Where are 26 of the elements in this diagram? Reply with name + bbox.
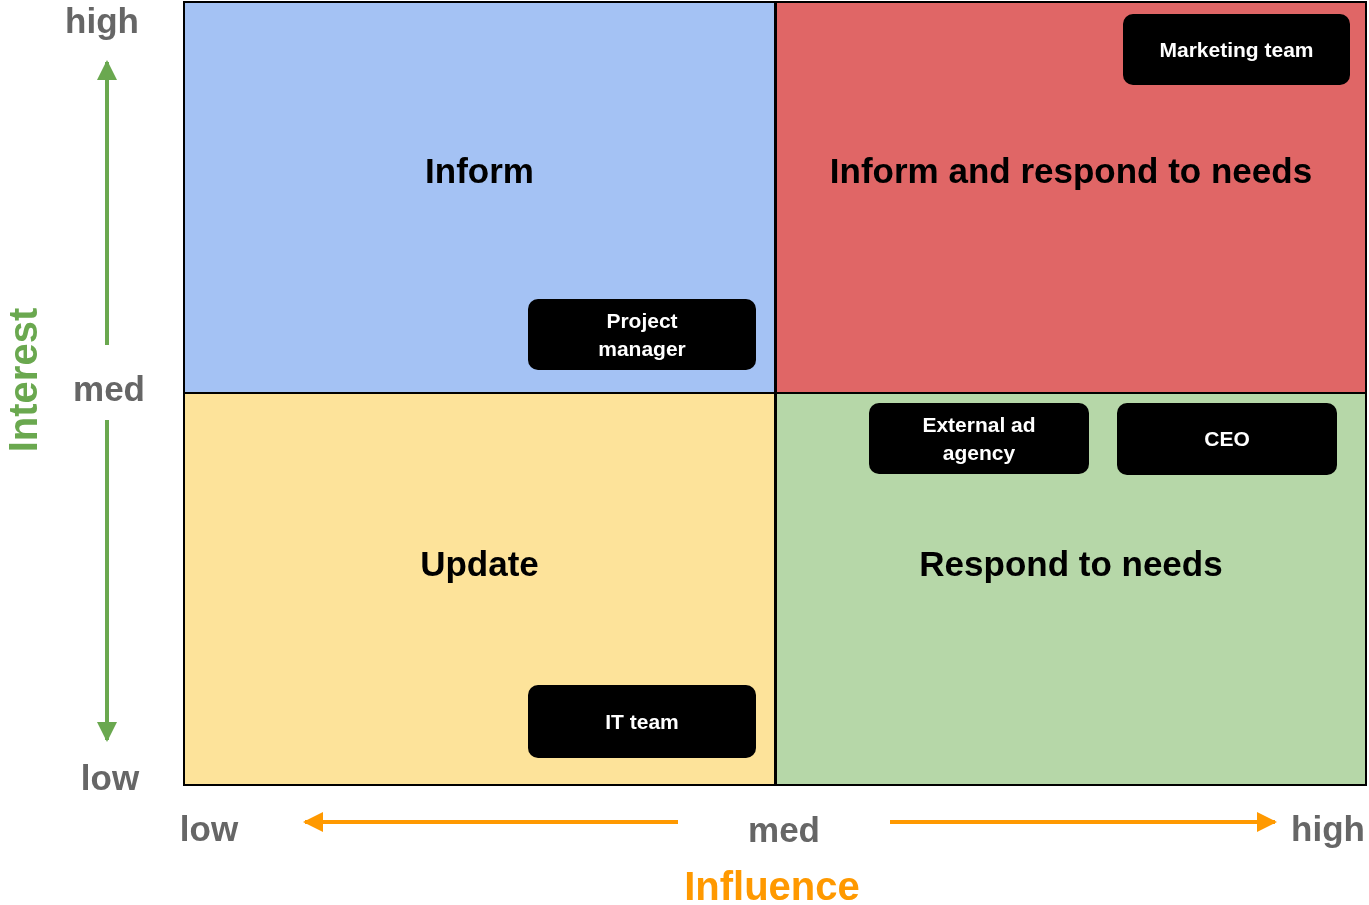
axis-tick-label: high — [1291, 810, 1365, 846]
stakeholder-name: IT team — [605, 708, 679, 735]
stakeholder-tag — [869, 403, 1089, 474]
stakeholder-name: Project manager — [597, 307, 687, 362]
stakeholder-name: CEO — [1204, 426, 1250, 452]
quadrant-box — [775, 392, 1367, 786]
stakeholder-tag — [1117, 403, 1337, 475]
quadrant-heading: Update — [420, 544, 539, 584]
axis-tick-label: high — [65, 2, 139, 38]
axis-title: Influence — [684, 866, 860, 905]
stakeholder-tag — [528, 299, 756, 370]
stakeholder-tag — [528, 685, 756, 758]
axis-tick-label: low — [80, 759, 140, 795]
quadrant-heading: Inform and respond to needs — [829, 151, 1313, 191]
stakeholder-name: Marketing team — [1159, 36, 1314, 63]
quadrant-box — [775, 1, 1367, 394]
quadrant-heading: Inform — [425, 151, 534, 191]
stakeholder-tag — [1123, 14, 1350, 85]
axis-title: Interest — [3, 307, 43, 453]
quadrant-box — [183, 1, 776, 394]
quadrant-heading: Respond to needs — [919, 544, 1223, 584]
axis-tick-label: med — [73, 370, 145, 406]
axis-tick-label: med — [748, 811, 820, 847]
axis-tick-label: low — [179, 810, 239, 846]
quadrant-box — [183, 392, 776, 786]
stakeholder-name: External ad agency — [921, 411, 1037, 466]
